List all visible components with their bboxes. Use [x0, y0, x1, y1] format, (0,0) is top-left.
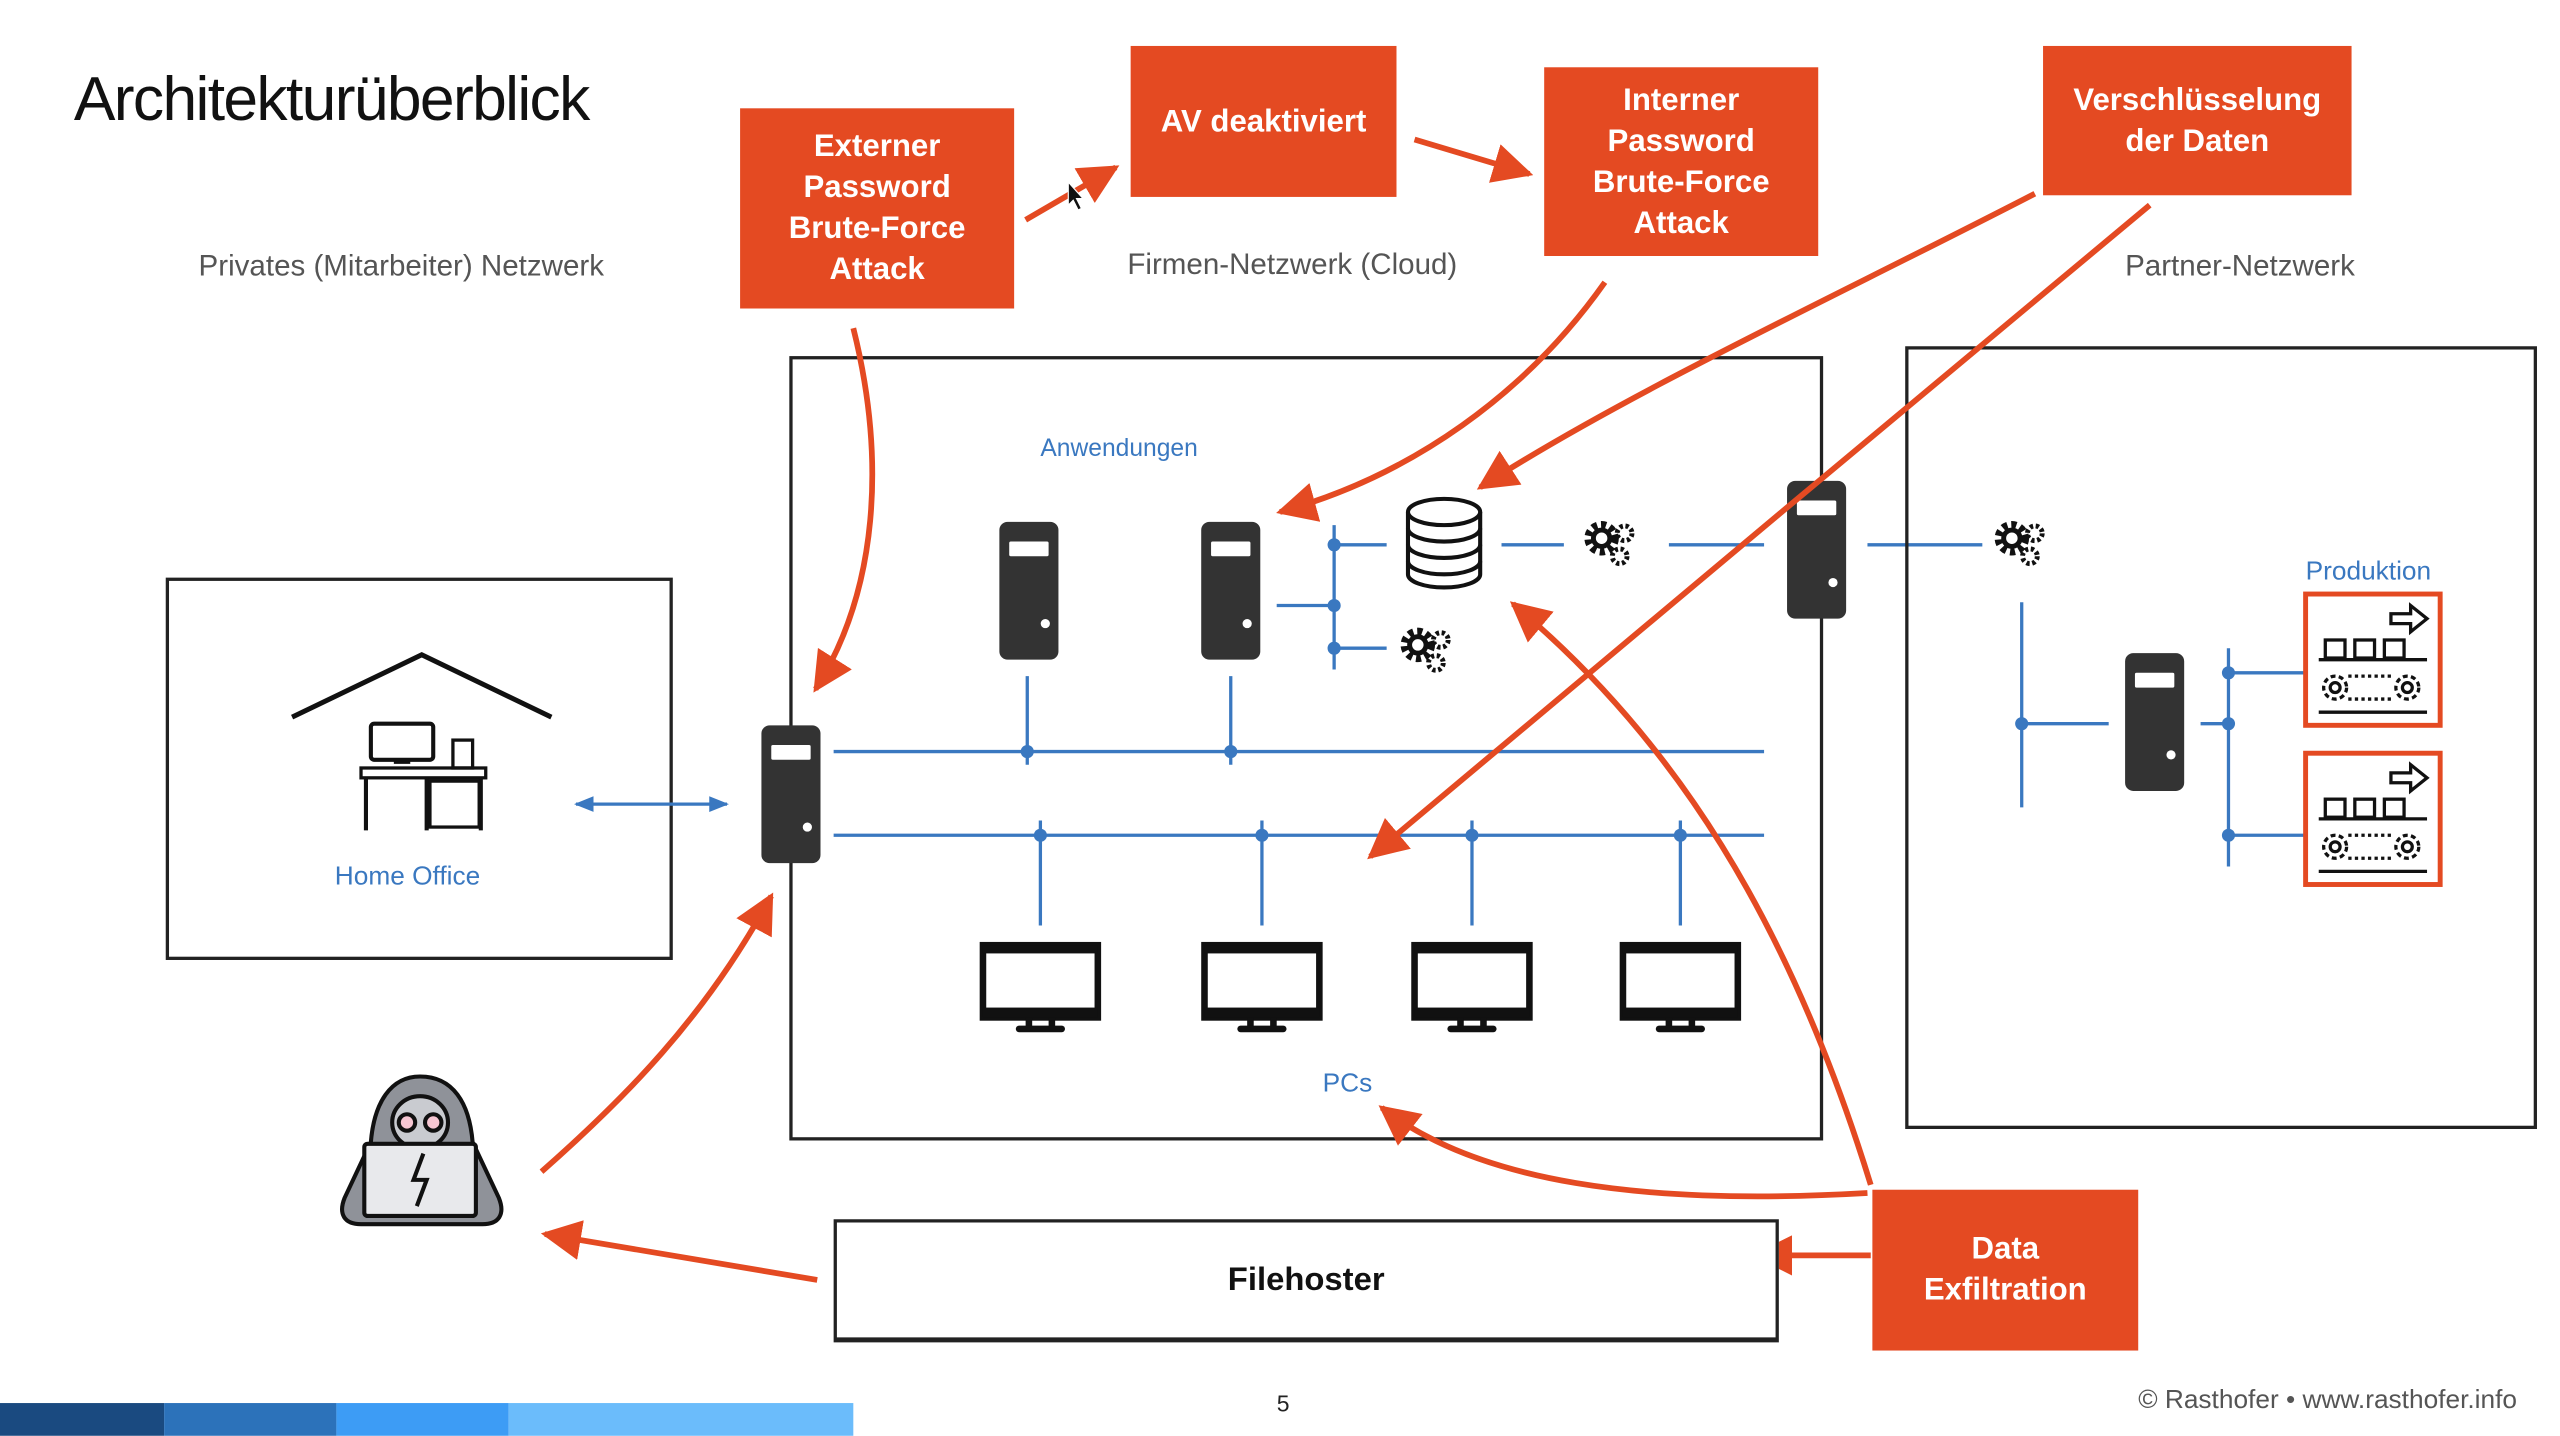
pcs-label: PCs: [1322, 1069, 1373, 1098]
filehoster-label: Filehoster: [1227, 1261, 1385, 1298]
page-number: 5: [1276, 1389, 1290, 1417]
home-office-icon: [291, 652, 553, 831]
gears-icon: [1999, 525, 2042, 564]
app-server-1-icon: [999, 521, 1059, 660]
production-line-icon: [2306, 753, 2441, 884]
pc-monitor-icon: [1623, 945, 1738, 1032]
gateway-server-icon: [761, 725, 821, 864]
attack-arrow: [539, 892, 774, 1174]
attack-arrow: [813, 327, 876, 693]
attack-arrow: [1276, 280, 1608, 522]
gears-icon: [1588, 525, 1631, 564]
partner-network-zone: [1905, 346, 2537, 1130]
app-server-2-icon: [1201, 521, 1261, 660]
network-nodes: [1020, 538, 2236, 842]
attack-arrow: [1476, 191, 2037, 490]
attack-step-encryption: Verschlüsselung der Daten: [2043, 45, 2352, 196]
attack-arrow: [1413, 136, 1534, 183]
production-line-icon: [2306, 594, 2441, 725]
filehoster-box: Filehoster: [833, 1219, 1779, 1343]
pc-monitor-icon: [983, 945, 1098, 1032]
slide-title: Architekturüberblick: [73, 65, 590, 135]
production-label: Produktion: [2305, 557, 2432, 586]
zone-label-partner: Partner-Netzwerk: [2125, 249, 2355, 283]
attack-arrow: [540, 1220, 818, 1283]
hacker-icon: [340, 1074, 504, 1227]
pc-monitor-icon: [1415, 945, 1530, 1032]
gears-icon: [1405, 632, 1448, 671]
attack-arrow: [1378, 1105, 1868, 1200]
attack-step-av-disabled: AV deaktiviert: [1130, 45, 1397, 197]
database-icon: [1405, 496, 1483, 590]
attack-step-internal-brute-force: Interner Password Brute-Force Attack: [1544, 67, 1819, 256]
home-office-zone: [165, 577, 673, 960]
copyright-footer: © Rasthofer • www.rasthofer.info: [2138, 1386, 2518, 1415]
zone-label-company: Firmen-Netzwerk (Cloud): [1127, 247, 1458, 281]
attack-arrow: [1367, 202, 2152, 860]
attack-arrows: [539, 136, 2152, 1283]
footer-color-bar: [0, 1403, 854, 1436]
partner-server-icon: [2125, 653, 2185, 791]
applications-label: Anwendungen: [1040, 434, 1198, 463]
attack-arrow: [1509, 601, 1874, 1186]
attack-step-data-exfiltration: Data Exfiltration: [1872, 1189, 2139, 1351]
mouse-cursor-icon: [1067, 180, 1085, 211]
attack-step-external-brute-force: Externer Password Brute-Force Attack: [740, 108, 1015, 309]
pc-monitor-icon: [1204, 945, 1319, 1032]
zone-label-private: Privates (Mitarbeiter) Netzwerk: [198, 249, 604, 283]
home-office-label: Home Office: [334, 863, 481, 892]
